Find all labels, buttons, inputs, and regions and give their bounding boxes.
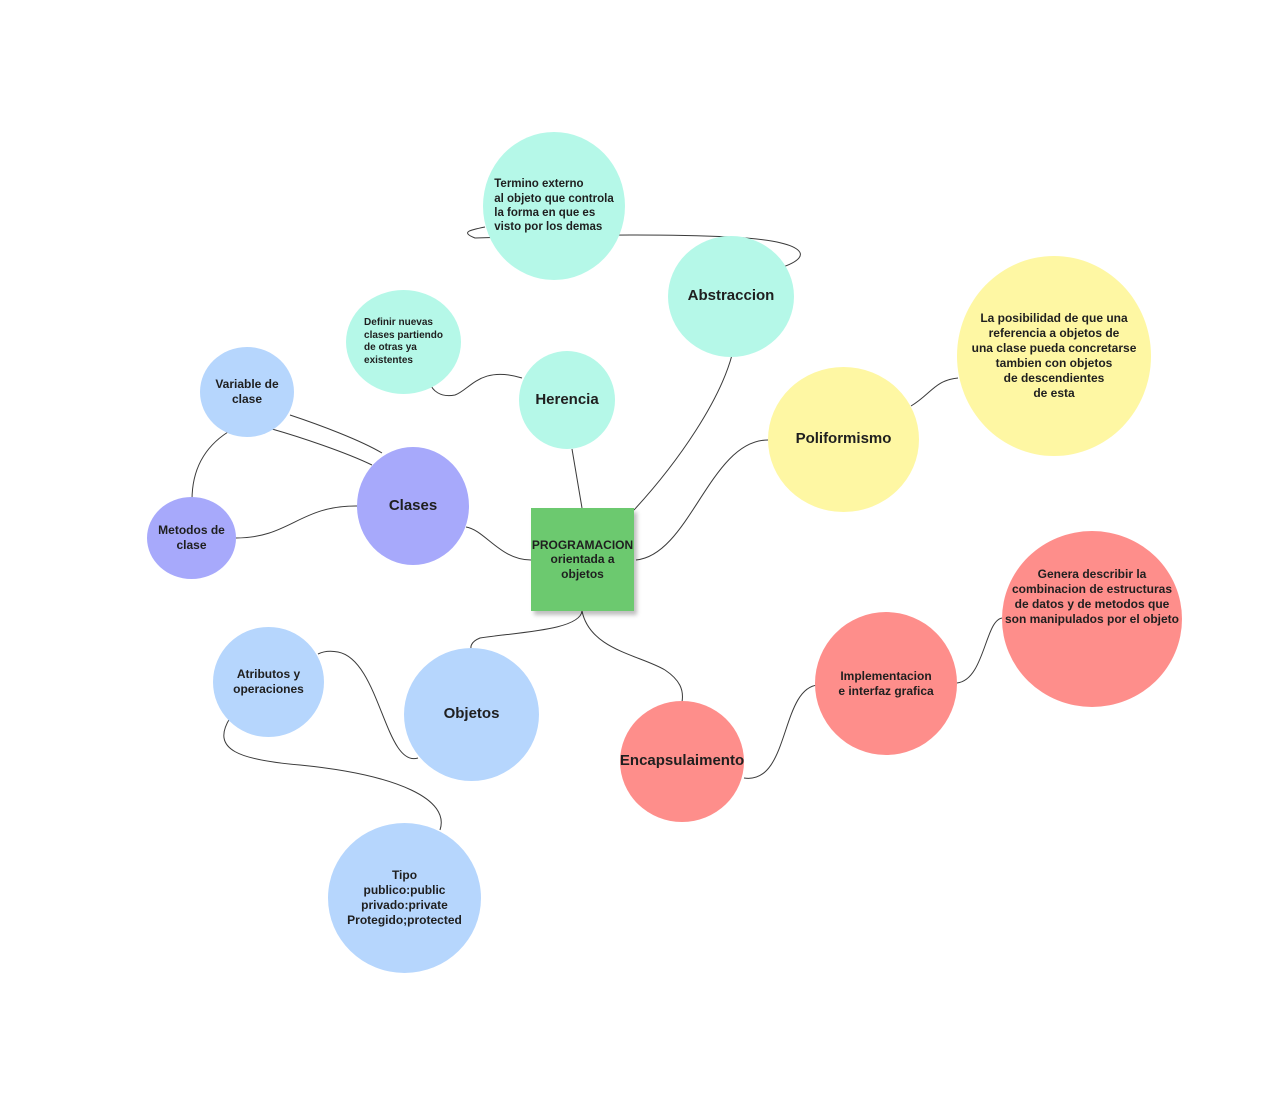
connector-clases-metodos: [235, 505, 359, 539]
connector-root-poliformismo: [635, 439, 769, 561]
node-encapsulamiento-definition[interactable]: Genera describir la combinacion de estru…: [1002, 531, 1182, 707]
node-herencia-definition[interactable]: Definir nuevas clases partiendo de otras…: [346, 290, 461, 394]
node-implementacion-label: Implementacion e interfaz grafica: [838, 668, 934, 698]
connector-poliformismo-definition: [910, 377, 959, 407]
node-atributos-operaciones-label: Atributos y operaciones: [233, 667, 304, 696]
connector-atributos-tipo: [223, 717, 442, 831]
node-encapsulamiento-label: Encapsulaimento: [619, 752, 745, 770]
node-metodos-clase-label: Metodos de clase: [158, 523, 225, 552]
node-variable-clase-label: Variable de clase: [215, 377, 279, 406]
connector-implementacion-definition: [956, 617, 1004, 684]
node-objetos-label: Objetos: [443, 705, 500, 723]
connector-objetos-atributos: [317, 650, 419, 759]
connector-root-encapsulamiento: [581, 610, 683, 703]
connector-root-clases: [465, 526, 532, 561]
node-poliformismo[interactable]: Poliformismo: [768, 367, 919, 512]
node-herencia-label: Herencia: [535, 390, 599, 408]
node-encapsulamiento[interactable]: Encapsulaimento: [620, 701, 744, 822]
node-clases-label: Clases: [388, 496, 438, 514]
connector-variable-metodos: [191, 431, 229, 501]
connector-root-objetos: [470, 610, 583, 651]
node-metodos-clase[interactable]: Metodos de clase: [147, 497, 236, 579]
node-abstraccion-definition[interactable]: Termino externo al objeto que controla l…: [483, 132, 625, 280]
connector-clases-variable-2: [271, 428, 373, 466]
connector-herencia-definition: [429, 373, 523, 397]
node-poliformismo-definition-label: La posibilidad de que una referencia a o…: [971, 311, 1137, 400]
connector-clases-variable-1: [289, 414, 383, 454]
connector-root-abstraccion: [633, 354, 733, 511]
node-variable-clase[interactable]: Variable de clase: [200, 347, 294, 437]
node-implementacion[interactable]: Implementacion e interfaz grafica: [815, 612, 957, 755]
connector-root-herencia: [571, 448, 583, 509]
node-herencia[interactable]: Herencia: [519, 351, 615, 449]
node-abstraccion-definition-label: Termino externo al objeto que controla l…: [494, 178, 614, 234]
node-tipo[interactable]: Tipo publico:public privado:private Prot…: [328, 823, 481, 973]
node-tipo-label: Tipo publico:public privado:private Prot…: [347, 868, 462, 927]
node-poliformismo-definition[interactable]: La posibilidad de que una referencia a o…: [957, 256, 1151, 456]
root-node-programacion[interactable]: PROGRAMACION orientada a objetos: [531, 508, 634, 611]
node-abstraccion[interactable]: Abstraccion: [668, 236, 794, 357]
node-encapsulamiento-definition-label: Genera describir la combinacion de estru…: [1004, 567, 1179, 626]
node-objetos[interactable]: Objetos: [404, 648, 539, 781]
node-abstraccion-label: Abstraccion: [687, 287, 775, 305]
connector-abstraccion-definition: [467, 226, 801, 269]
node-poliformismo-label: Poliformismo: [795, 430, 892, 448]
connector-encapsulamiento-implementacion: [743, 684, 819, 779]
node-herencia-definition-label: Definir nuevas clases partiendo de otras…: [364, 317, 443, 366]
root-node-label: PROGRAMACION orientada a objetos: [531, 537, 634, 581]
node-clases[interactable]: Clases: [357, 447, 469, 565]
node-atributos-operaciones[interactable]: Atributos y operaciones: [213, 627, 324, 737]
